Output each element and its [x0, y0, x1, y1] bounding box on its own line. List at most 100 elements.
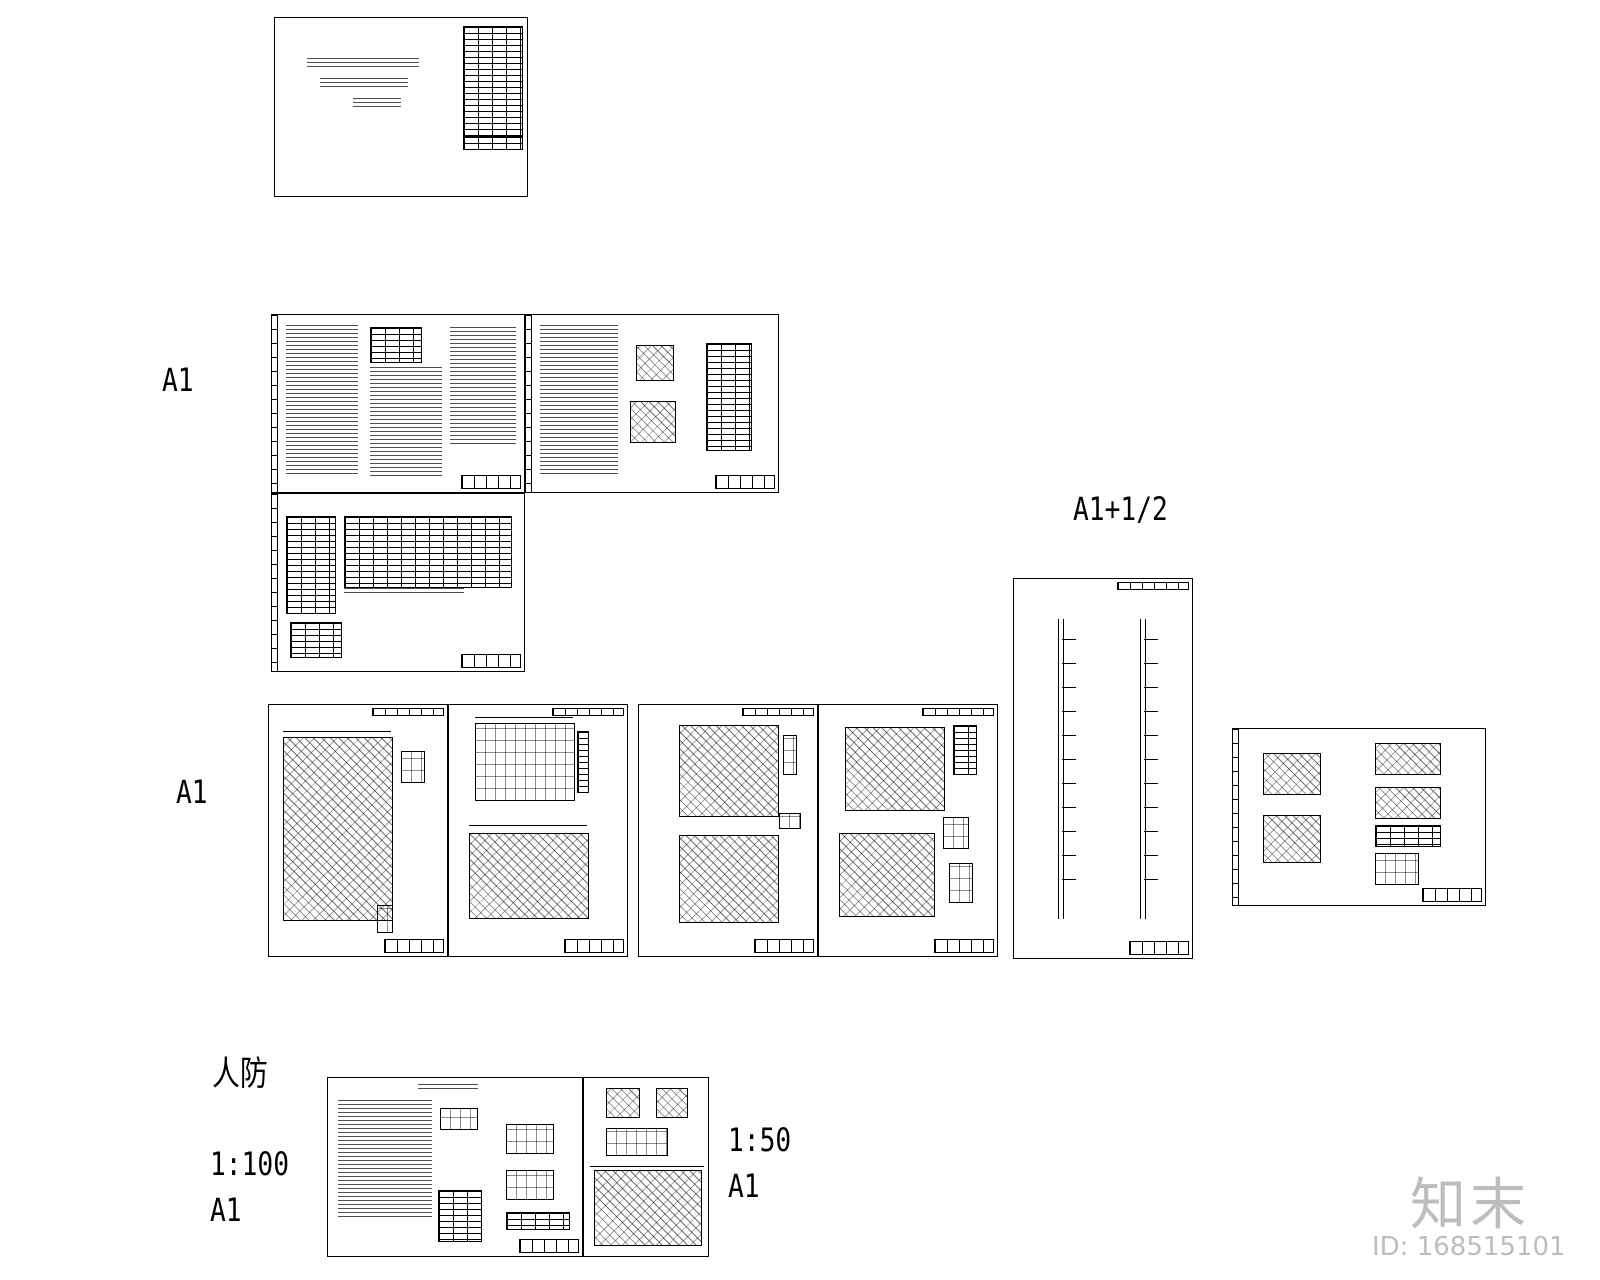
- detail-drawing: [783, 735, 797, 775]
- notes-text-column: [286, 325, 358, 475]
- branch-pipe: [1062, 663, 1076, 664]
- design-notes-sheet-2[interactable]: [525, 314, 779, 493]
- material-table: [1375, 825, 1441, 847]
- dimension-line: [475, 717, 573, 718]
- title-block: [754, 939, 814, 953]
- equipment-table: [438, 1190, 482, 1242]
- notes-table: [370, 327, 422, 363]
- branch-pipe: [1144, 855, 1158, 856]
- branch-pipe: [1062, 855, 1076, 856]
- notes-text-column: [338, 1100, 432, 1220]
- unit-plan-sheet-1[interactable]: [638, 704, 818, 957]
- floor-plan-drawing: [845, 727, 945, 811]
- design-notes-sheet-1[interactable]: [271, 314, 525, 493]
- branch-pipe: [1144, 879, 1158, 880]
- sheet-size-label: A1: [176, 773, 208, 811]
- branch-pipe: [1144, 663, 1158, 664]
- sheet-size-label: A1+1/2: [1073, 490, 1168, 528]
- branch-pipe: [1062, 711, 1076, 712]
- branch-pipe: [1062, 759, 1076, 760]
- detail-drawing: [630, 401, 676, 443]
- material-table: [506, 1212, 570, 1230]
- floor-plan-drawing: [469, 833, 589, 919]
- title-block: [372, 708, 444, 716]
- detail-drawing: [1375, 787, 1441, 819]
- scale-label: 1:100: [210, 1145, 289, 1183]
- scale-label: 1:50: [728, 1121, 792, 1159]
- sheet-border-bar: [526, 315, 532, 492]
- sheet-size-label: A1: [210, 1191, 242, 1229]
- cover-sheet[interactable]: [274, 17, 528, 197]
- title-block: [552, 708, 624, 716]
- sheet-border-bar: [272, 494, 278, 671]
- details-sheet[interactable]: [1232, 728, 1486, 906]
- notes-title: [418, 1084, 478, 1090]
- water-riser: [1140, 619, 1146, 919]
- civil-defense-notes-sheet[interactable]: [327, 1077, 583, 1257]
- watermark-id: ID: 168515101: [1372, 1232, 1566, 1262]
- detail-drawing: [506, 1124, 554, 1154]
- cover-subtitle-text: [320, 78, 408, 87]
- detail-drawing: [606, 1088, 640, 1118]
- sheet-size-label: A1: [728, 1167, 760, 1205]
- sheet-border-bar: [1233, 729, 1239, 905]
- material-table: [290, 622, 342, 658]
- title-block: [1422, 888, 1482, 902]
- title-block: [934, 939, 994, 953]
- basement-plan-sheet[interactable]: [268, 704, 448, 957]
- branch-pipe: [1062, 735, 1076, 736]
- detail-drawing: [1263, 815, 1321, 863]
- floor-plan-drawing: [475, 723, 575, 801]
- branch-pipe: [1144, 639, 1158, 640]
- detail-drawing: [1375, 743, 1441, 775]
- branch-pipe: [1144, 711, 1158, 712]
- branch-pipe: [1144, 759, 1158, 760]
- detail-drawing: [377, 905, 393, 933]
- detail-drawing: [440, 1108, 478, 1130]
- title-block: [461, 654, 521, 668]
- branch-pipe: [1062, 687, 1076, 688]
- stair-detail: [577, 731, 589, 793]
- cover-signature-table: [463, 136, 523, 150]
- title-block: [742, 708, 814, 716]
- title-block: [564, 939, 624, 953]
- unit-plan-sheet-2[interactable]: [818, 704, 998, 957]
- detail-drawing: [1375, 853, 1419, 885]
- title-block: [461, 475, 521, 489]
- civil-defense-label: 人防: [212, 1054, 268, 1094]
- branch-pipe: [1062, 879, 1076, 880]
- detail-drawing: [943, 817, 969, 849]
- equipment-schedule-sheet[interactable]: [271, 493, 525, 672]
- title-block: [1117, 582, 1189, 590]
- dimension-line: [469, 825, 587, 826]
- sheet-border-bar: [272, 315, 278, 492]
- notes-text-column: [450, 327, 516, 447]
- cover-code-text: [353, 98, 401, 107]
- title-block: [1129, 941, 1189, 955]
- table-footnote: [344, 588, 464, 594]
- detail-drawing: [636, 345, 674, 381]
- dimension-line: [283, 731, 391, 732]
- detail-drawing: [656, 1088, 688, 1118]
- detail-drawing: [506, 1170, 554, 1200]
- detail-drawing: [606, 1128, 668, 1156]
- branch-pipe: [1144, 831, 1158, 832]
- cover-title-text: [307, 58, 419, 67]
- floor-plan-drawing: [594, 1170, 702, 1246]
- civil-defense-plan-sheet[interactable]: [583, 1077, 709, 1257]
- detail-drawing: [401, 751, 425, 783]
- standard-floor-plan-sheet[interactable]: [448, 704, 628, 957]
- riser-diagram-sheet[interactable]: [1013, 578, 1193, 959]
- branch-pipe: [1144, 783, 1158, 784]
- detail-drawing: [1263, 753, 1321, 795]
- branch-pipe: [1062, 807, 1076, 808]
- title-block: [922, 708, 994, 716]
- sheet-size-label: A1: [162, 361, 194, 399]
- branch-pipe: [1144, 735, 1158, 736]
- notes-text-column: [370, 367, 442, 477]
- branch-pipe: [1062, 831, 1076, 832]
- branch-pipe: [1144, 687, 1158, 688]
- notes-text-column: [540, 325, 618, 475]
- detail-drawing: [779, 813, 801, 829]
- floor-plan-drawing: [283, 737, 393, 921]
